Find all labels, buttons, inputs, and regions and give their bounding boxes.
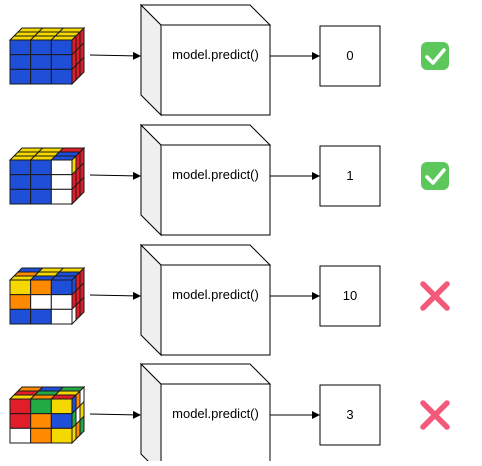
model-predict-label: model.predict() [172, 47, 259, 62]
prediction-value: 1 [346, 168, 353, 183]
pipeline-row: model.predict() 1 [8, 123, 449, 237]
cube-front-sticker [50, 427, 73, 444]
model-box: model.predict() [139, 362, 272, 466]
prediction-output-box [319, 265, 381, 327]
rubiks-cube-image [8, 385, 86, 445]
cross-mark-icon [420, 400, 450, 430]
cube-front-sticker [50, 308, 73, 325]
cube-front-sticker [50, 279, 73, 296]
cube-front-sticker [50, 68, 73, 85]
check-badge [421, 42, 449, 70]
cube-right-sticker [79, 296, 85, 318]
cube-front-sticker [9, 174, 32, 190]
arrow-to-model [89, 291, 141, 300]
cube-front-sticker [30, 174, 52, 190]
rubiks-cube-image [8, 146, 86, 206]
prediction-value: 0 [346, 48, 353, 63]
arrow-to-model [89, 171, 141, 180]
check-mark-icon [421, 162, 449, 190]
cube-front-sticker [9, 39, 32, 56]
cube-front-sticker [9, 68, 32, 85]
cube-front-sticker [9, 279, 32, 296]
prediction-output-box [319, 25, 381, 87]
cube-right-sticker [75, 300, 81, 322]
check-mark-icon [421, 42, 449, 70]
pipeline-row: model.predict() 3 [8, 362, 450, 466]
model-box-top-face [139, 4, 272, 26]
cube-front-sticker [30, 308, 52, 325]
cube-front-sticker [30, 188, 52, 205]
cube-front-sticker [50, 398, 73, 415]
arrow-to-model [89, 51, 141, 60]
cube-right-sticker [79, 415, 85, 437]
rubiks-cube-image [8, 266, 86, 326]
cube-front-sticker [9, 294, 32, 310]
cube-front-sticker [50, 174, 73, 190]
cube-front-sticker [30, 398, 52, 415]
cube-front-sticker [9, 188, 32, 205]
rubiks-cube-image [8, 26, 86, 86]
model-box-top-face [139, 124, 272, 146]
check-badge [421, 162, 449, 190]
model-box-front-face [160, 383, 271, 466]
cube-front-sticker [30, 39, 52, 56]
cube-front-sticker [30, 68, 52, 85]
cube-right-sticker [71, 423, 77, 445]
cube-front-sticker [9, 159, 32, 176]
cube-front-sticker [9, 413, 32, 429]
prediction-output-box [319, 145, 381, 207]
cross-mark-icon [420, 281, 450, 311]
model-predict-label: model.predict() [172, 167, 259, 182]
model-box-front-face [160, 264, 271, 356]
cube-front-sticker [9, 54, 32, 70]
cube-front-sticker [50, 294, 73, 310]
model-box-front-face [160, 144, 271, 236]
cube-right-sticker [71, 304, 77, 326]
cube-front-sticker [50, 54, 73, 70]
cube-front-sticker [50, 39, 73, 56]
cube-right-sticker [75, 180, 81, 202]
pipeline-row: model.predict() 10 [8, 243, 450, 357]
cube-right-sticker [79, 176, 85, 198]
prediction-output-box [319, 384, 381, 446]
model-box: model.predict() [139, 123, 272, 237]
model-predict-label: model.predict() [172, 287, 259, 302]
cube-front-sticker [30, 294, 52, 310]
cube-right-sticker [71, 64, 77, 86]
cube-front-sticker [50, 159, 73, 176]
cube-front-sticker [30, 54, 52, 70]
model-box: model.predict() [139, 243, 272, 357]
cube-front-sticker [30, 427, 52, 444]
check-mark [425, 168, 446, 185]
model-predict-label: model.predict() [172, 406, 259, 421]
cube-right-sticker [71, 184, 77, 206]
arrow-to-model [89, 410, 141, 419]
cube-right-sticker [75, 419, 81, 441]
cube-front-sticker [50, 188, 73, 205]
cube-front-sticker [9, 398, 32, 415]
model-box-front-face [160, 24, 271, 116]
cube-front-sticker [30, 279, 52, 296]
pipeline-row: model.predict() 0 [8, 3, 449, 117]
cube-front-sticker [9, 427, 32, 444]
cube-front-sticker [30, 413, 52, 429]
cross-mark [420, 400, 450, 430]
cube-right-sticker [75, 60, 81, 82]
cube-front-sticker [30, 159, 52, 176]
cube-right-sticker [79, 56, 85, 78]
cross-mark [420, 281, 450, 311]
prediction-value: 10 [343, 288, 357, 303]
cube-front-sticker [50, 413, 73, 429]
cube-front-sticker [9, 308, 32, 325]
prediction-value: 3 [346, 407, 353, 422]
model-box: model.predict() [139, 3, 272, 117]
model-box-top-face [139, 363, 272, 385]
model-box-top-face [139, 244, 272, 266]
check-mark [425, 48, 446, 65]
